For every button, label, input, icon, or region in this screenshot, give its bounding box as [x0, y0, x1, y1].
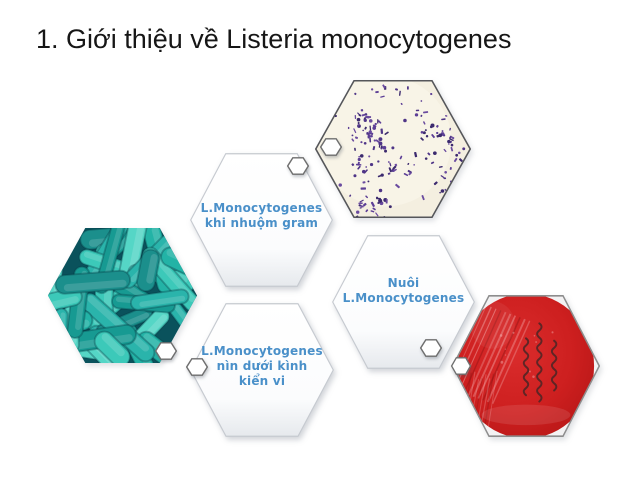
label-line: L.Monocytogenes — [342, 291, 465, 305]
hexagon-badge-icon — [287, 157, 309, 175]
label-line: Nuôi — [387, 276, 420, 290]
hexagon-shape — [332, 235, 475, 369]
hexagon-badge-icon — [186, 358, 208, 376]
teal-sem-bacteria-image — [48, 228, 197, 363]
hexagon-shape — [190, 303, 334, 437]
label-line: nìn dưới kình — [216, 358, 308, 373]
hexagon-badge-icon — [450, 357, 472, 375]
hexagon-label: Nuôi L.Monocytogenes — [332, 235, 475, 369]
gram-stain-micrograph-image — [315, 80, 471, 218]
hexagon-culture-label: Nuôi L.Monocytogenes — [332, 235, 475, 369]
hexagon-badge-icon — [320, 138, 342, 156]
hexagon-label: L.Monocytogenes khi nhuộm gram — [190, 153, 333, 287]
label-line: kiển vi — [238, 373, 286, 388]
blood-agar-hexagon — [452, 295, 600, 437]
hexagon-label: L.Monocytogenes nìn dưới kình kiển vi — [190, 303, 334, 437]
gram-stain-hexagon — [315, 80, 471, 218]
hexagon-gram-stain-label: L.Monocytogenes khi nhuộm gram — [190, 153, 333, 287]
blood-agar-plate-image — [452, 295, 600, 437]
hexagon-shape — [190, 153, 333, 287]
hexagon-badge-icon — [155, 342, 177, 360]
hexagon-badge-icon — [420, 339, 442, 357]
slide-title: 1. Giới thiệu về Listeria monocytogenes — [36, 24, 512, 54]
label-line: L.Monocytogenes — [201, 343, 323, 358]
label-line: L.Monocytogenes — [200, 201, 323, 215]
sem-micrograph-hexagon — [48, 228, 197, 363]
hexagon-microscope-label: L.Monocytogenes nìn dưới kình kiển vi — [190, 303, 334, 437]
label-line: khi nhuộm gram — [204, 216, 319, 230]
